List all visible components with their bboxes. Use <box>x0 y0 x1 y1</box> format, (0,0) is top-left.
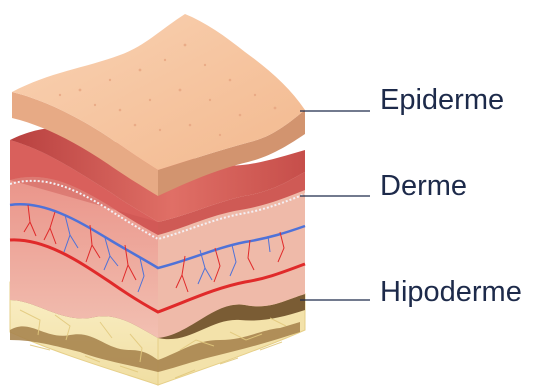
dermis-label: Derme <box>380 172 467 201</box>
hypodermis-label: Hipoderme <box>380 278 522 307</box>
epidermis-label: Epiderme <box>380 86 504 115</box>
